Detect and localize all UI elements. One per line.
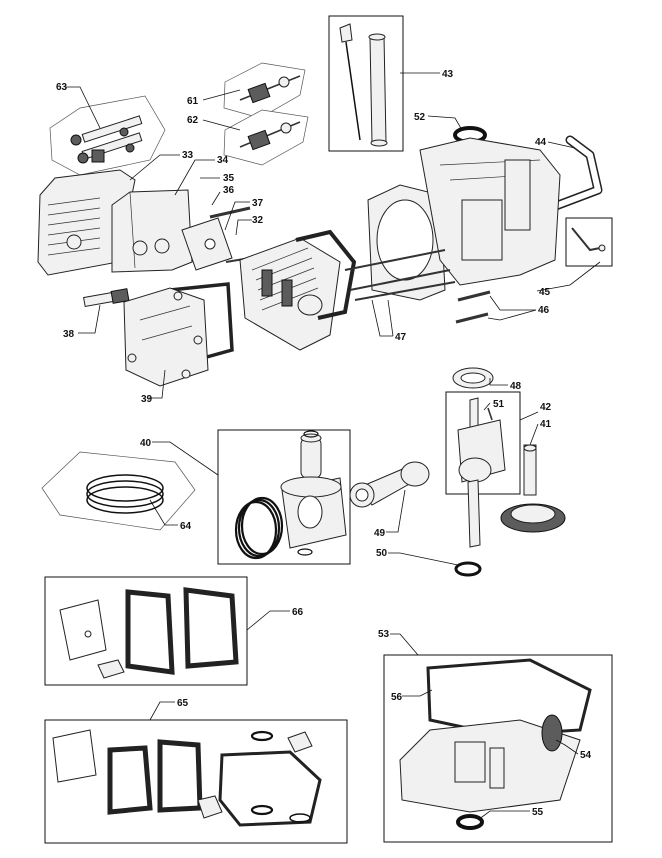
connecting-rod-49	[349, 461, 430, 508]
piston-box-40	[217, 429, 351, 565]
callout-48: 48	[510, 381, 522, 392]
callout-36: 36	[223, 185, 235, 196]
callout-41: 41	[540, 419, 552, 430]
callout-42: 42	[540, 402, 552, 413]
callout-52: 52	[414, 112, 426, 123]
callout-40: 40	[140, 438, 152, 449]
spark-plug-38	[83, 288, 130, 307]
callout-50: 50	[376, 548, 388, 559]
callout-labels: 63 61 62 43 52 44 33 34 35 36 37 32 38 4…	[56, 69, 592, 818]
washer-50	[454, 561, 482, 577]
callout-54: 54	[580, 750, 592, 761]
callout-63: 63	[56, 82, 68, 93]
leader-lines	[66, 72, 601, 821]
gasket-kit-box-65	[44, 719, 348, 844]
callout-39: 39	[141, 394, 153, 405]
crankcase-cylinder-block	[367, 137, 561, 301]
callout-35: 35	[223, 173, 235, 184]
gasket-kit-box-66	[44, 576, 248, 686]
callout-34: 34	[217, 155, 229, 166]
callout-64: 64	[180, 521, 192, 532]
callout-44: 44	[535, 137, 547, 148]
callout-65: 65	[177, 698, 189, 709]
camshaft-41	[500, 444, 566, 533]
head-gasket	[295, 229, 357, 320]
callout-53: 53	[378, 629, 390, 640]
callout-32: 32	[252, 215, 264, 226]
muffler-shield-33	[37, 169, 136, 276]
callout-33: 33	[182, 150, 194, 161]
crankshaft-box-42	[445, 391, 521, 548]
oil-sump-box-53	[383, 654, 613, 843]
valve-kit-bag-63	[49, 95, 166, 176]
cylinder-head-32	[239, 237, 341, 351]
callout-51: 51	[493, 399, 505, 410]
muffler-34	[111, 189, 193, 273]
callout-47: 47	[395, 332, 407, 343]
callout-46: 46	[538, 305, 550, 316]
piston-ring-bag-64	[41, 451, 196, 531]
valve-cover-39	[123, 282, 234, 387]
callout-61: 61	[187, 96, 199, 107]
callout-37: 37	[252, 198, 264, 209]
callout-55: 55	[532, 807, 544, 818]
stud-bolt-36	[209, 206, 251, 219]
valve-spring-bag-62	[223, 109, 309, 166]
oil-seal-55	[456, 814, 484, 830]
callout-49: 49	[374, 528, 386, 539]
head-bolts-47	[344, 249, 456, 301]
dipstick-box-43	[328, 15, 404, 152]
valve-spring-bag-61	[223, 62, 306, 119]
bearing-48	[452, 367, 494, 389]
callout-38: 38	[63, 329, 75, 340]
callout-56: 56	[391, 692, 403, 703]
callout-66: 66	[292, 607, 304, 618]
callout-45: 45	[539, 287, 551, 298]
callout-43: 43	[442, 69, 454, 80]
governor-arm-box-45	[565, 217, 613, 267]
callout-62: 62	[187, 115, 199, 126]
bolts-46	[455, 290, 491, 324]
